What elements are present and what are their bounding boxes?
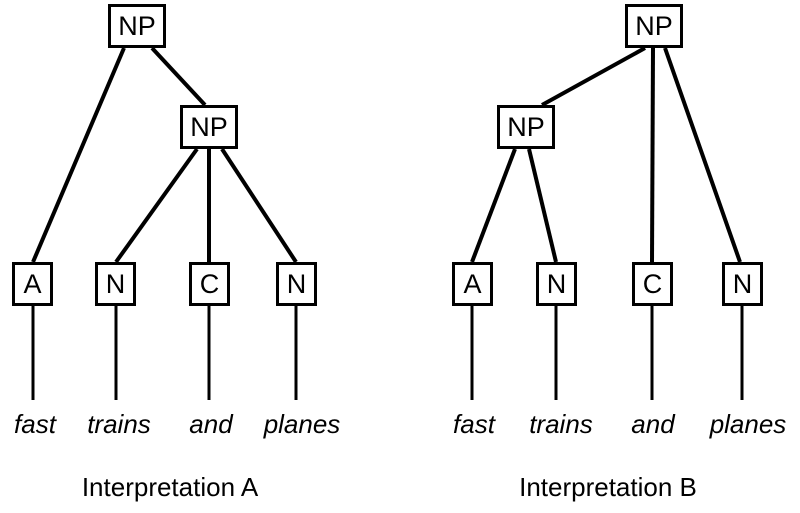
tree-node-a-root[interactable]: NP — [108, 4, 166, 48]
tree-node-a-adj[interactable]: A — [12, 262, 53, 306]
tree-node-b-n2[interactable]: N — [722, 262, 763, 306]
word-label: and — [189, 409, 233, 439]
word-label: and — [631, 409, 675, 439]
tree-caption-a: Interpretation A — [81, 472, 259, 502]
tree-node-a-conj[interactable]: C — [189, 262, 230, 306]
word-label: fast — [453, 409, 495, 439]
word-label: trains — [87, 409, 151, 439]
tree-branch — [150, 46, 207, 107]
tree-branch — [114, 147, 199, 264]
tree-node-a-np2[interactable]: NP — [180, 105, 238, 149]
tree-node-b-n1[interactable]: N — [536, 262, 577, 306]
tree-branch — [470, 148, 517, 263]
tree-branch — [541, 46, 646, 107]
word-label: planes — [709, 409, 787, 439]
tree-caption-b: Interpretation B — [519, 472, 697, 502]
tree-node-b-root[interactable]: NP — [625, 4, 683, 48]
tree-node-a-n1[interactable]: N — [95, 262, 136, 306]
tree-node-b-np2[interactable]: NP — [497, 105, 555, 149]
tree-node-b-adj[interactable]: A — [452, 262, 493, 306]
word-label: fast — [14, 409, 56, 439]
tree-branch — [220, 147, 298, 264]
word-label: planes — [263, 409, 341, 439]
tree-branch — [31, 47, 126, 263]
word-label: trains — [529, 409, 593, 439]
tree-node-b-conj[interactable]: C — [632, 262, 673, 306]
tree-branch — [527, 148, 558, 263]
tree-node-a-n2[interactable]: N — [276, 262, 317, 306]
tree-branch — [663, 47, 742, 263]
tree-branch — [650, 47, 655, 263]
